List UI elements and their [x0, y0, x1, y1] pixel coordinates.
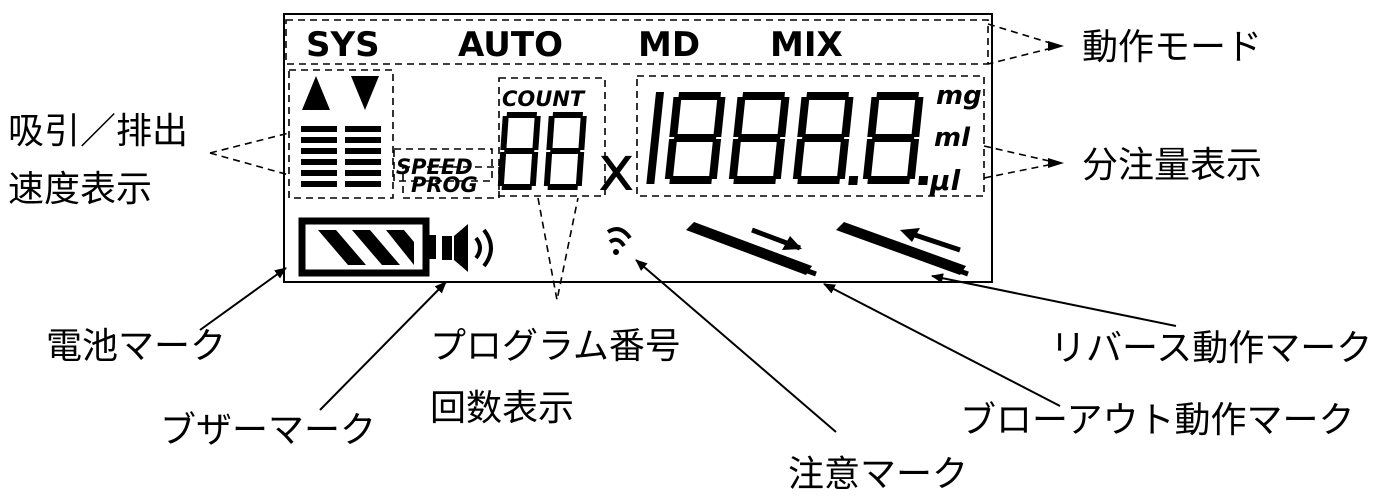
prog-label: PROG [411, 173, 478, 197]
count-digits [497, 112, 587, 190]
unit-mg: mg [936, 81, 982, 111]
mode-mix: MIX [770, 25, 843, 65]
label-speed-line2: 速度表示 [8, 169, 152, 210]
label-reverse: リバース動作マーク [1050, 328, 1372, 369]
speed-leader-top [209, 132, 290, 154]
aspirate-triangle-icon [302, 76, 330, 110]
label-program-line2: 回数表示 [430, 388, 574, 429]
speed-indicator-box [288, 69, 394, 199]
label-battery: 電池マーク [46, 326, 226, 367]
dispense-triangle-icon [351, 76, 379, 110]
label-program-line1: プログラム番号 [430, 326, 681, 367]
label-caution: 注意マーク [788, 454, 968, 495]
count-label: COUNT [502, 87, 586, 111]
label-blowout: ブローアウト動作マーク [960, 400, 1355, 441]
multiply-sign: x [598, 132, 635, 205]
label-operation-mode: 動作モード [1082, 27, 1262, 68]
caution-arrow [635, 259, 837, 433]
battery-arrow [199, 267, 287, 331]
battery-icon [298, 217, 436, 277]
blowout-icon [686, 222, 817, 277]
count-box [498, 77, 606, 197]
reverse-arrow [931, 273, 1177, 327]
volume-leader [983, 145, 1059, 179]
label-speed-line1: 吸引／排出 [8, 111, 188, 152]
speed-label-box [393, 148, 493, 182]
speed-bars [301, 126, 381, 187]
blowout-arrow [823, 283, 1061, 407]
mode-md: MD [638, 25, 700, 65]
mode-auto: AUTO [458, 25, 563, 65]
count-leader [537, 197, 579, 301]
caution-icon [606, 227, 632, 255]
unit-ml: ml [934, 123, 971, 153]
speed-leader-bottom [209, 152, 290, 176]
reverse-icon [836, 222, 969, 277]
volume-box [636, 75, 985, 197]
label-dispense-volume: 分注量表示 [1082, 145, 1262, 186]
buzzer-arrow [319, 281, 447, 411]
buzzer-icon [442, 224, 493, 272]
volume-digits [646, 92, 929, 185]
mode-row-box [285, 19, 989, 65]
label-buzzer: ブザーマーク [160, 410, 376, 451]
unit-ul: µl [929, 164, 961, 197]
mode-sys: SYS [306, 25, 380, 65]
